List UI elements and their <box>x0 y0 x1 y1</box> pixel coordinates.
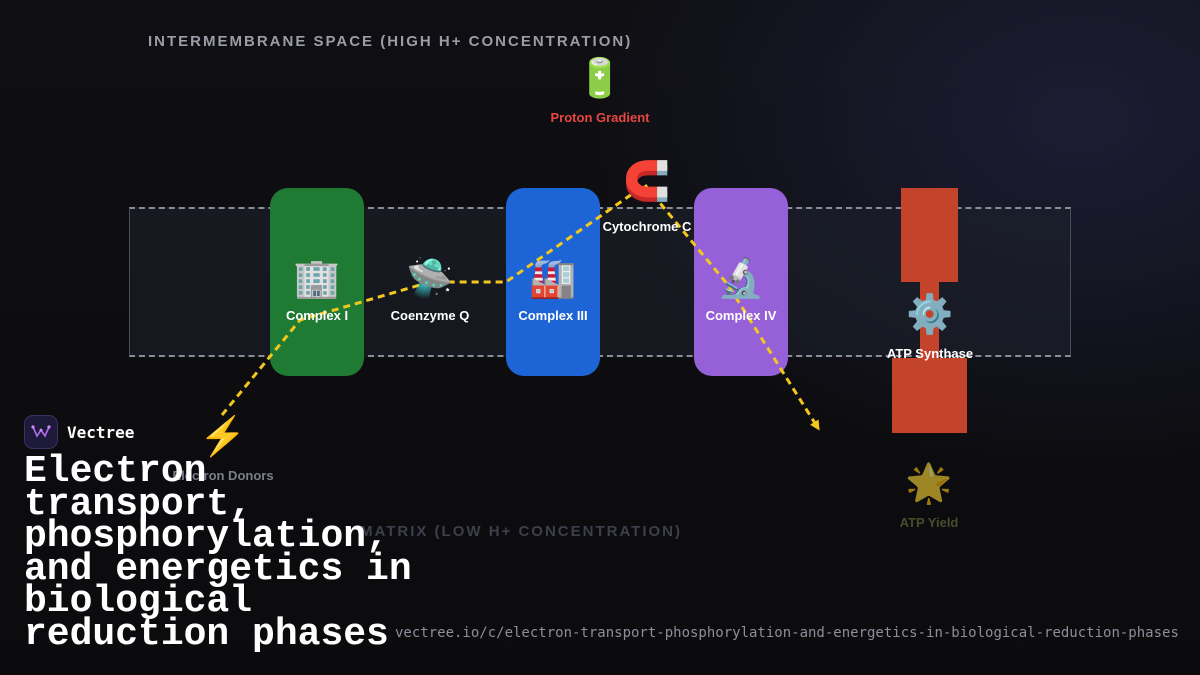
intermembrane-space-label: INTERMEMBRANE SPACE (HIGH H+ CONCENTRATI… <box>148 33 633 50</box>
battery-icon: 🔋 <box>576 58 624 100</box>
cytochrome-c-label: Cytochrome C <box>602 219 692 234</box>
magnet-icon: 🧲 <box>623 161 671 203</box>
complex-1-label: Complex I <box>285 308 349 323</box>
ufo-icon: 🛸 <box>406 258 454 300</box>
matrix-label: MATRIX (LOW H+ CONCENTRATION) <box>360 523 683 540</box>
atp-synthase-head <box>901 188 958 282</box>
brand-name: Vectree <box>67 422 135 442</box>
electron-donors-label: Electron Donors <box>172 468 274 483</box>
vectree-logo-icon <box>24 415 58 449</box>
electron-path-main <box>220 183 646 416</box>
office-building-icon: 🏢 <box>293 258 341 300</box>
brand: Vectree <box>24 415 134 449</box>
electron-path-to-matrix <box>643 184 820 431</box>
page-title: Electron transport, phosphorylation, and… <box>24 450 412 656</box>
complex-3-block <box>506 188 600 376</box>
atp-synthase-base <box>892 358 967 433</box>
atp-synthase-label: ATP Synthase <box>886 346 974 361</box>
complex-4-block <box>694 188 788 376</box>
page-url[interactable]: vectree.io/c/electron-transport-phosphor… <box>395 625 1179 641</box>
complex-1-block <box>270 188 364 376</box>
atp-synthase-stalk <box>920 282 939 362</box>
lightning-icon: ⚡ <box>199 416 247 458</box>
glowing-star-icon: 🌟 <box>905 463 953 505</box>
gear-icon: ⚙️ <box>906 294 954 336</box>
factory-icon: 🏭 <box>529 258 577 300</box>
complex-4-label: Complex IV <box>705 308 777 323</box>
atp-yield-label: ATP Yield <box>899 515 959 530</box>
proton-gradient-label: Proton Gradient <box>550 110 650 125</box>
microscope-icon: 🔬 <box>717 258 765 300</box>
coenzyme-q-label: Coenzyme Q <box>390 308 470 323</box>
complex-3-label: Complex III <box>518 308 588 323</box>
